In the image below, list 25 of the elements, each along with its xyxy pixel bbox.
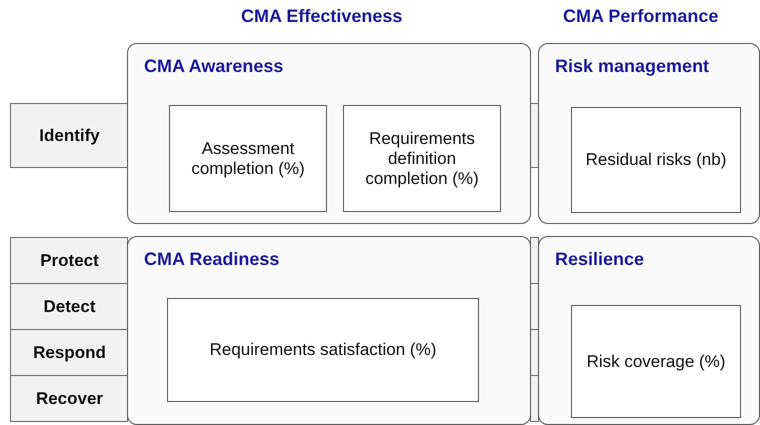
row-band [10, 103, 128, 168]
panel [127, 43, 531, 224]
panel [538, 43, 760, 224]
column-heading: CMA Performance [563, 6, 718, 27]
panel-heading: CMA Readiness [144, 249, 280, 270]
metric-box: Assessment completion (%) [169, 105, 327, 212]
row-label: Recover [34, 388, 104, 410]
panel [127, 236, 531, 425]
row-label: Identify [38, 124, 101, 146]
row-label: Respond [32, 342, 107, 364]
row-label: Detect [42, 296, 96, 318]
row-label: Protect [39, 250, 100, 272]
column-heading: CMA Effectiveness [241, 6, 402, 27]
panel-heading: CMA Awareness [144, 56, 284, 77]
panel-heading: Resilience [555, 249, 644, 270]
metric-box: Residual risks (nb) [571, 107, 741, 213]
panel-heading: Risk management [555, 56, 710, 77]
metric-box: Requirements definition completion (%) [343, 105, 501, 212]
row-band [10, 375, 128, 422]
row-band [10, 283, 128, 330]
row-band [10, 329, 128, 376]
row-band [10, 237, 128, 284]
metric-box: Requirements satisfaction (%) [167, 298, 479, 402]
metric-box: Risk coverage (%) [571, 305, 741, 418]
panel [538, 236, 760, 425]
